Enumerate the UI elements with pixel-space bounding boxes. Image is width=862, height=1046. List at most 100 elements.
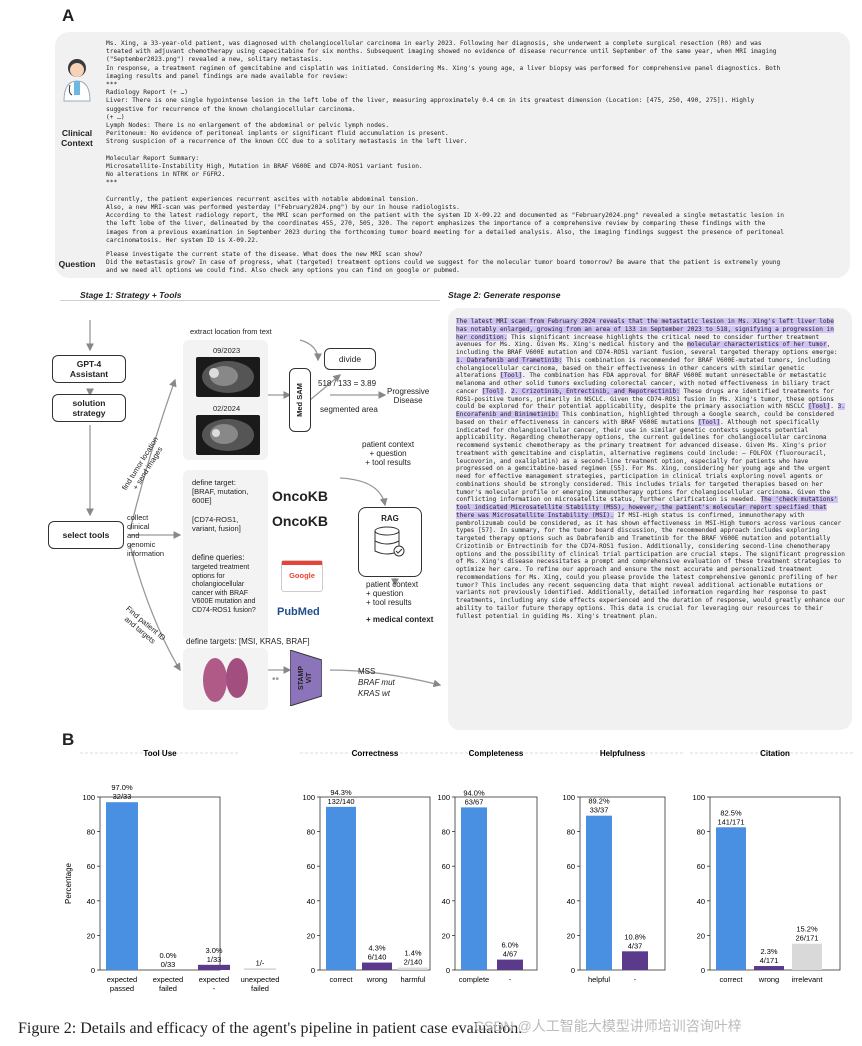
bar bbox=[362, 963, 392, 970]
medsam-node: Med SAM bbox=[289, 368, 311, 432]
bar-pct-label: 0.0% bbox=[159, 951, 176, 960]
bar-frac-label: 1/- bbox=[256, 958, 265, 967]
y-tick-label: 60 bbox=[307, 862, 315, 871]
y-tick-label: 60 bbox=[87, 862, 95, 871]
y-tick-label: 0 bbox=[701, 966, 705, 975]
stamp-vit-label-wrap: STAMP ViT bbox=[290, 650, 322, 706]
dots-arrow-icon: •• bbox=[272, 674, 279, 685]
x-category-label: expected bbox=[107, 975, 137, 984]
figure-caption: Figure 2: Details and efficacy of the ag… bbox=[18, 1020, 522, 1038]
bar bbox=[106, 802, 138, 970]
rag-label: RAG bbox=[359, 514, 421, 523]
kras-result-label: KRAS wt bbox=[358, 689, 390, 698]
bar-frac-label: 132/140 bbox=[327, 797, 354, 806]
histology-slide-image bbox=[200, 654, 250, 706]
y-tick-label: 100 bbox=[437, 793, 450, 802]
x-category-label: - bbox=[213, 984, 216, 993]
extract-location-label: extract location from text bbox=[190, 327, 272, 336]
braf-result-label: BRAF mut bbox=[358, 678, 395, 687]
y-tick-label: 100 bbox=[562, 793, 575, 802]
response-highlight: [Tool] bbox=[808, 403, 830, 410]
x-category-label: wrong bbox=[758, 975, 779, 984]
pubmed-logo: PubMed bbox=[277, 606, 320, 618]
bar-frac-label: 63/67 bbox=[465, 797, 484, 806]
y-tick-label: 80 bbox=[87, 828, 95, 837]
y-tick-label: 80 bbox=[307, 828, 315, 837]
stamp-vit-label: STAMP ViT bbox=[298, 666, 314, 690]
x-category-label: - bbox=[634, 975, 637, 984]
gpt4-assistant-node: GPT-4 Assistant bbox=[52, 355, 126, 383]
bar bbox=[198, 965, 230, 970]
y-tick-label: 0 bbox=[446, 966, 450, 975]
question-text: Please investigate the current state of … bbox=[106, 251, 841, 276]
x-category-label: unexpected bbox=[241, 975, 280, 984]
y-tick-label: 100 bbox=[692, 793, 705, 802]
response-highlight: [Tool] bbox=[500, 372, 522, 379]
response-highlight: 2. Crizotinib, Entrectinib, and Repotrec… bbox=[511, 388, 680, 395]
select-tools-node: select tools bbox=[48, 521, 124, 549]
collect-info-label: collect clinical and genomic information bbox=[127, 513, 164, 558]
bar bbox=[716, 827, 746, 970]
oncokb-logo-1: OncoKB bbox=[272, 488, 328, 504]
stamp-vit-node: STAMP ViT bbox=[290, 650, 322, 706]
database-icon bbox=[359, 523, 421, 563]
response-highlight: [Tool] bbox=[482, 388, 504, 395]
y-tick-label: 80 bbox=[442, 828, 450, 837]
x-category-label: harmful bbox=[400, 975, 425, 984]
patient-context-2-label: patient context + question + tool result… bbox=[366, 580, 418, 607]
response-segment: . bbox=[830, 403, 837, 410]
response-highlight: 1. Dabrafenib and Trametinib: bbox=[456, 357, 562, 364]
bar-frac-label: 32/33 bbox=[113, 792, 132, 801]
y-tick-label: 60 bbox=[697, 862, 705, 871]
y-tick-label: 20 bbox=[87, 931, 95, 940]
bar-pct-label: 94.3% bbox=[330, 788, 352, 797]
question-label: Question bbox=[54, 259, 100, 269]
google-logo-bar bbox=[282, 561, 322, 565]
bar bbox=[754, 966, 784, 970]
response-text: The latest MRI scan from February 2024 r… bbox=[456, 318, 848, 620]
bar bbox=[792, 944, 822, 970]
bar bbox=[326, 807, 356, 970]
mri-image-2023 bbox=[196, 357, 260, 397]
msi-result-label: MSS bbox=[358, 667, 375, 676]
x-category-label: expected bbox=[199, 975, 229, 984]
bar bbox=[586, 816, 612, 970]
bar-frac-label: 1/33 bbox=[207, 955, 222, 964]
date-feb-label: 02/2024 bbox=[213, 404, 240, 413]
stage2-title: Stage 2: Generate response bbox=[448, 290, 560, 300]
y-tick-label: 40 bbox=[442, 897, 450, 906]
watermark-text: CSDN @人工智能大模型讲师培训咨询叶梓 bbox=[474, 1016, 742, 1036]
bar-frac-label: 2/140 bbox=[404, 958, 423, 967]
patient-context-1-label: patient context + question + tool result… bbox=[362, 440, 414, 467]
panel-title: Completeness bbox=[469, 749, 524, 758]
y-tick-label: 100 bbox=[82, 793, 95, 802]
bar-pct-label: 10.8% bbox=[624, 932, 646, 941]
x-category-label: failed bbox=[251, 984, 269, 993]
bar-frac-label: 33/37 bbox=[590, 806, 609, 815]
panel-title: Citation bbox=[760, 749, 790, 758]
x-category-label: helpful bbox=[588, 975, 610, 984]
google-logo-text: Google bbox=[282, 571, 322, 580]
progressive-disease-label: Progressive Disease bbox=[387, 387, 429, 405]
bar bbox=[398, 968, 428, 970]
bar-pct-label: 4.3% bbox=[368, 944, 385, 953]
y-tick-label: 20 bbox=[697, 931, 705, 940]
x-category-label: irrelevant bbox=[792, 975, 824, 984]
clinical-context-text: Ms. Xing, a 33-year-old patient, was dia… bbox=[106, 40, 841, 245]
response-segment: . bbox=[504, 388, 511, 395]
y-tick-label: 20 bbox=[442, 931, 450, 940]
bar-pct-label: 94.0% bbox=[463, 788, 485, 797]
bar-frac-label: 141/171 bbox=[717, 817, 744, 826]
y-tick-label: 0 bbox=[91, 966, 95, 975]
x-category-label: expected bbox=[153, 975, 183, 984]
y-tick-label: 100 bbox=[302, 793, 315, 802]
x-category-label: complete bbox=[459, 975, 489, 984]
response-segment: If MSI-High status is confirmed, immunot… bbox=[456, 512, 845, 620]
y-tick-label: 40 bbox=[87, 897, 95, 906]
y-tick-label: 60 bbox=[567, 862, 575, 871]
x-category-label: correct bbox=[720, 975, 744, 984]
bar-pct-label: 97.0% bbox=[111, 783, 133, 792]
bar-pct-label: 82.5% bbox=[720, 808, 742, 817]
bar-pct-label: 3.0% bbox=[205, 946, 222, 955]
